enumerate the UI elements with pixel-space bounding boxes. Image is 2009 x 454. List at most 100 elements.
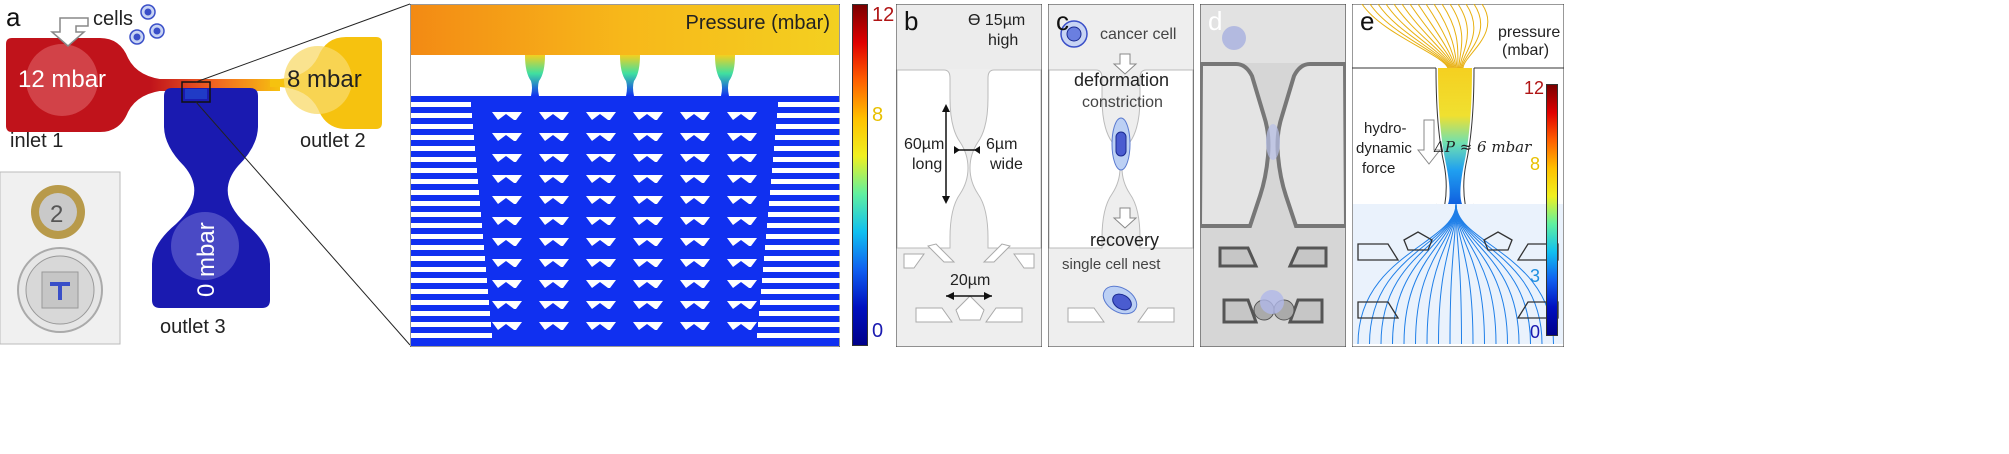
streamline — [1361, 3, 1449, 69]
colorbar-gradient — [852, 4, 868, 346]
outlet-2-port — [284, 46, 352, 114]
stripe — [763, 267, 840, 272]
trap-gap — [733, 261, 749, 267]
stripe — [760, 300, 840, 305]
panel-label-e: e — [1360, 6, 1375, 36]
trap-gap — [733, 303, 749, 309]
trap-gap — [545, 114, 561, 120]
force-label-1: hydro- — [1364, 120, 1407, 137]
trap-gap — [686, 114, 702, 120]
trap-gap — [592, 282, 608, 288]
trap-gap — [545, 135, 561, 141]
trap-gap — [592, 177, 608, 183]
colorbar-tick-8: 8 — [872, 104, 884, 126]
deformation-label: deformation — [1074, 70, 1170, 90]
delta-p-label: ΔP ≈ 6 mbar — [1434, 138, 1532, 156]
force-label-2: dynamic — [1356, 140, 1412, 157]
trap-gap — [686, 156, 702, 162]
panel-e: e pressure (mbar) hydro- dynamic force Δ… — [1351, 3, 1565, 348]
trap-gap — [592, 156, 608, 162]
stripe — [774, 146, 840, 151]
trap-gap — [733, 114, 749, 120]
stripe — [769, 201, 840, 206]
trap-gap — [498, 282, 514, 288]
stripe — [766, 234, 840, 239]
streamline — [1380, 203, 1457, 345]
trap-gap — [686, 198, 702, 204]
streamline — [1441, 3, 1459, 69]
trap-gap — [686, 324, 702, 330]
right-stripes — [757, 102, 840, 338]
panel-d: d — [1197, 3, 1349, 348]
chip-schematic: 2 — [0, 3, 411, 346]
trap-gap — [733, 135, 749, 141]
trap-gap — [733, 198, 749, 204]
left-stripes — [411, 102, 492, 338]
trap-gap — [686, 282, 702, 288]
outlet-3-port — [171, 212, 239, 280]
streamline — [1462, 3, 1489, 69]
outlet-3-pressure: 0 mbar — [193, 222, 220, 297]
down-arrow-icon-2 — [1112, 207, 1138, 229]
trap-gap — [545, 324, 561, 330]
trap-gap — [498, 156, 514, 162]
cancer-cell-label: cancer cell — [1100, 26, 1177, 43]
colorbar-e-tick-0: 0 — [1530, 322, 1541, 342]
length-label: 60µm — [904, 136, 945, 153]
trap-gap — [639, 114, 655, 120]
trap-gap — [498, 177, 514, 183]
inlet-1-pressure: 12 mbar — [18, 66, 107, 93]
width-label: 6µm — [986, 136, 1018, 153]
streamline — [1401, 3, 1454, 69]
streamline — [1392, 203, 1457, 345]
trap-gap — [639, 261, 655, 267]
constriction — [525, 55, 545, 96]
high-pressure-region — [411, 5, 839, 55]
trap-gap — [498, 303, 514, 309]
trap-gap — [545, 282, 561, 288]
single-cell-nest-label: single cell nest — [1062, 256, 1161, 273]
stripe — [411, 278, 487, 283]
trap-gap — [498, 114, 514, 120]
trap-gap — [733, 219, 749, 225]
panel-a: 2 a cells 12 mbar inlet 1 8 mbar outlet … — [0, 0, 411, 449]
stripe — [764, 256, 840, 261]
flow-field — [1351, 3, 1565, 348]
stripe — [771, 179, 840, 184]
stripe — [773, 157, 840, 162]
zoom-line-bottom — [195, 101, 411, 346]
panel-label-d: d — [1208, 6, 1223, 36]
streamline — [1457, 3, 1468, 69]
stripe — [759, 311, 840, 316]
trap-gap — [686, 177, 702, 183]
trap-gap — [498, 219, 514, 225]
trap-gap — [686, 303, 702, 309]
streamline — [1426, 203, 1457, 345]
streamline — [1417, 3, 1456, 69]
stripe — [411, 256, 485, 261]
trap-gap — [686, 240, 702, 246]
stripe — [767, 223, 840, 228]
trap-gap — [592, 261, 608, 267]
trap-gap — [498, 198, 514, 204]
outlet-2-label: outlet 2 — [300, 130, 366, 152]
trap-gap — [686, 219, 702, 225]
panel-label-b: b — [904, 6, 919, 36]
force-label-3: force — [1362, 160, 1396, 177]
trap-gap — [545, 198, 561, 204]
stripe — [761, 289, 840, 294]
trap-gap — [639, 219, 655, 225]
trap-gap — [639, 198, 655, 204]
force-arrow-icon — [1416, 119, 1442, 165]
stripe — [411, 333, 492, 338]
stripe — [411, 190, 479, 195]
stripe — [765, 245, 840, 250]
trap-gap — [639, 135, 655, 141]
colorbar-e-tick-8: 8 — [1530, 154, 1541, 174]
trap-gap — [545, 240, 561, 246]
panel-label-a: a — [6, 2, 21, 32]
svg-text:2: 2 — [50, 201, 63, 228]
trap-gap — [545, 156, 561, 162]
colorbar-tick-12: 12 — [872, 4, 895, 26]
streamline — [1385, 3, 1452, 69]
